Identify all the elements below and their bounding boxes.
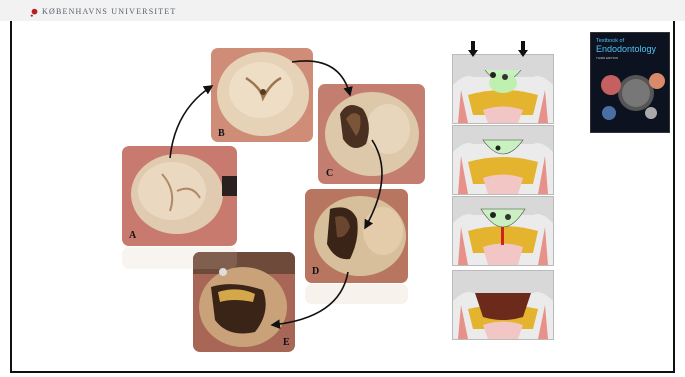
caries-diagram-3 [452, 196, 554, 266]
caries-diagram-4 [452, 270, 554, 340]
down-arrow-icon [468, 41, 478, 57]
book-title-line2: Endodontology [596, 45, 656, 54]
down-arrow-icon [518, 41, 528, 57]
caries-diagram-1 [452, 54, 554, 124]
textbook-cover-image: Textbook of Endodontology THIRD EDITION [590, 32, 670, 133]
caries-diagram-2 [452, 125, 554, 195]
book-edition: THIRD EDITION [596, 56, 618, 60]
